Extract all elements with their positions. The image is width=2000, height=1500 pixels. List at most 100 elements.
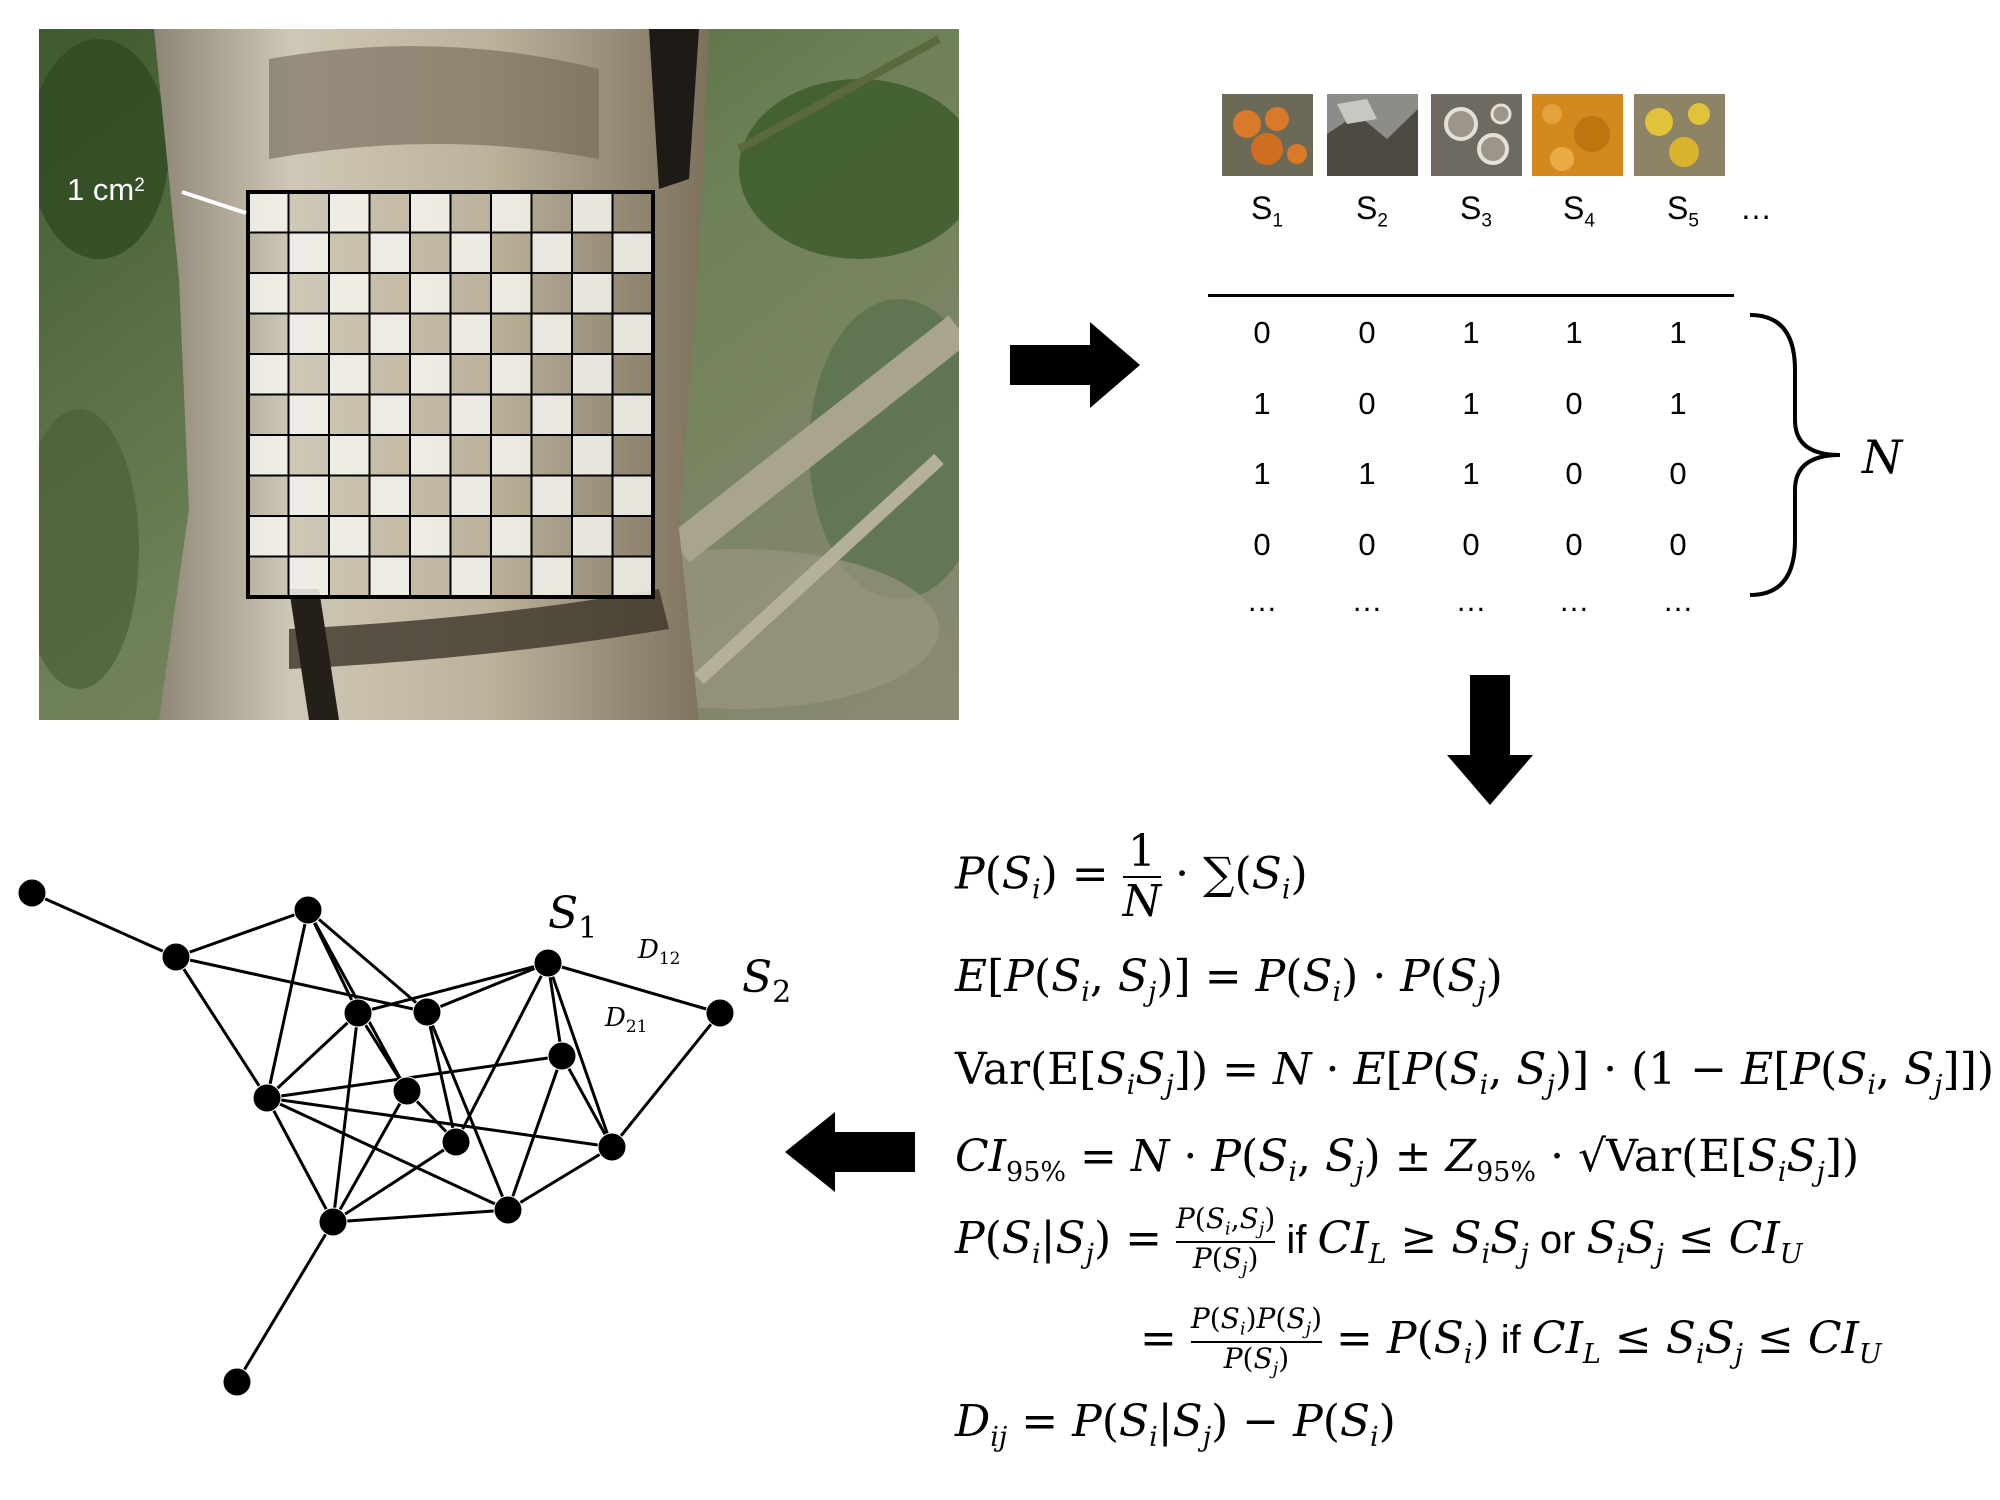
quadrat-border — [246, 190, 655, 599]
network-edge — [332, 1140, 457, 1224]
network-node — [597, 1132, 627, 1162]
matrix-cell: … — [1558, 583, 1590, 618]
matrix-cell: 1 — [1462, 456, 1480, 491]
network-edge — [175, 908, 309, 959]
species-label-3: S3 — [1460, 190, 1492, 232]
quadrat-cell — [490, 434, 533, 477]
quadrat-cell — [368, 312, 411, 355]
quadrat-cell — [328, 434, 371, 477]
network-edge — [454, 962, 550, 1143]
network-edge — [547, 961, 721, 1015]
matrix-cell: 0 — [1253, 315, 1271, 350]
quadrat-cell — [368, 474, 411, 517]
network-edge — [31, 891, 177, 959]
matrix-cell: 0 — [1253, 527, 1271, 562]
quadrat-cell — [287, 231, 330, 274]
fraction: P(Si)P(Sj)P(Sj) — [1190, 1302, 1323, 1380]
network-node — [343, 998, 373, 1028]
grid-scale-label: 1 cm2 — [67, 172, 145, 207]
species-label-5: S5 — [1667, 190, 1699, 232]
species-thumbnail-5 — [1634, 94, 1725, 176]
quadrat-cell — [490, 272, 533, 315]
quadrat-cell — [490, 191, 533, 234]
matrix-cell: … — [1246, 583, 1278, 618]
network-node — [533, 948, 563, 978]
matrix-cell: 0 — [1358, 386, 1376, 421]
arrow-left-icon — [785, 1112, 915, 1192]
network-node — [705, 998, 735, 1028]
matrix-cell: 1 — [1253, 386, 1271, 421]
network-edge — [560, 1055, 614, 1148]
network-edge — [266, 1096, 613, 1149]
network-edge — [331, 1090, 409, 1223]
formula-association-strength: Dij = P(Si|Sj) − P(Si) — [955, 1396, 1396, 1453]
network-edge — [175, 955, 428, 1014]
matrix-cell: 0 — [1358, 315, 1376, 350]
matrix-cell: 1 — [1669, 315, 1687, 350]
species-ellipsis: … — [1740, 190, 1772, 226]
network-node — [222, 1367, 252, 1397]
network-edge — [307, 908, 428, 1014]
formula-expected-cooccurrence: E[P(Si, Sj)] = P(Si) · P(Sj) — [955, 951, 1503, 1008]
network-edge — [235, 1221, 335, 1383]
network-edges — [31, 891, 722, 1383]
association-network — [17, 878, 735, 1397]
network-edge — [266, 1054, 563, 1100]
formula-confidence-interval: CI95% = N · P(Si, Sj) ± Z95% · √Var(E[Si… — [955, 1131, 1860, 1188]
quadrat-cell — [409, 515, 452, 558]
matrix-cell: 1 — [1669, 386, 1687, 421]
network-edge — [174, 956, 269, 1099]
arrow-down-icon — [1447, 675, 1533, 805]
matrix-cell: 0 — [1565, 386, 1583, 421]
matrix-cell: … — [1662, 583, 1694, 618]
network-edge — [426, 961, 549, 1014]
network-edge — [357, 961, 549, 1015]
network-node — [161, 942, 191, 972]
network-edge — [332, 1208, 509, 1224]
matrix-cell: … — [1351, 583, 1383, 618]
edge-label-d21: D21 — [605, 1003, 648, 1038]
network-node — [318, 1207, 348, 1237]
formula-independence: = P(Si)P(Sj)P(Sj) = P(Si) if CIL ≤ SiSj … — [1140, 1302, 1882, 1380]
quadrat-cell — [530, 312, 573, 355]
network-node — [412, 997, 442, 1027]
network-edge — [546, 962, 614, 1148]
tree-bark-illustration — [39, 29, 959, 720]
network-edge — [507, 1145, 613, 1212]
matrix-cell: 1 — [1462, 386, 1480, 421]
network-node — [293, 895, 323, 925]
species-thumbnail-4 — [1532, 94, 1623, 176]
quadrat-cell — [530, 555, 573, 598]
network-edge — [425, 1011, 510, 1211]
network-edge — [610, 1012, 722, 1148]
matrix-cell: 1 — [1358, 456, 1376, 491]
matrix-cell: 0 — [1462, 527, 1480, 562]
network-edge — [356, 1012, 409, 1092]
quadrat-cell — [287, 555, 330, 598]
species-label-2: S2 — [1356, 190, 1388, 232]
node-label-s1: S1 — [548, 888, 598, 946]
species-label-4: S4 — [1563, 190, 1595, 232]
species-thumbnail-1 — [1222, 94, 1313, 176]
sample-count-label: N — [1862, 430, 1903, 484]
quadrat-cell — [571, 515, 614, 558]
matrix-cell: 0 — [1358, 527, 1376, 562]
network-edge — [265, 1097, 335, 1223]
species-thumbnail-2 — [1327, 94, 1418, 176]
matrix-cell: 0 — [1669, 527, 1687, 562]
node-label-s2: S2 — [742, 952, 792, 1010]
formula-variance: Var(E[SiSj]) = N · E[P(Si, Sj)] · (1 − E… — [955, 1044, 1995, 1101]
network-edge — [265, 909, 310, 1099]
matrix-cell: 1 — [1565, 315, 1583, 350]
matrix-cell: 0 — [1565, 527, 1583, 562]
network-edge — [546, 962, 564, 1057]
network-edge — [331, 1012, 360, 1223]
quadrat-cell — [449, 231, 492, 274]
matrix-header-rule — [1208, 294, 1734, 297]
matrix-cell: 1 — [1253, 456, 1271, 491]
network-node — [493, 1195, 523, 1225]
network-node — [17, 878, 47, 908]
matrix-cell: … — [1455, 583, 1487, 618]
network-node — [392, 1076, 422, 1106]
